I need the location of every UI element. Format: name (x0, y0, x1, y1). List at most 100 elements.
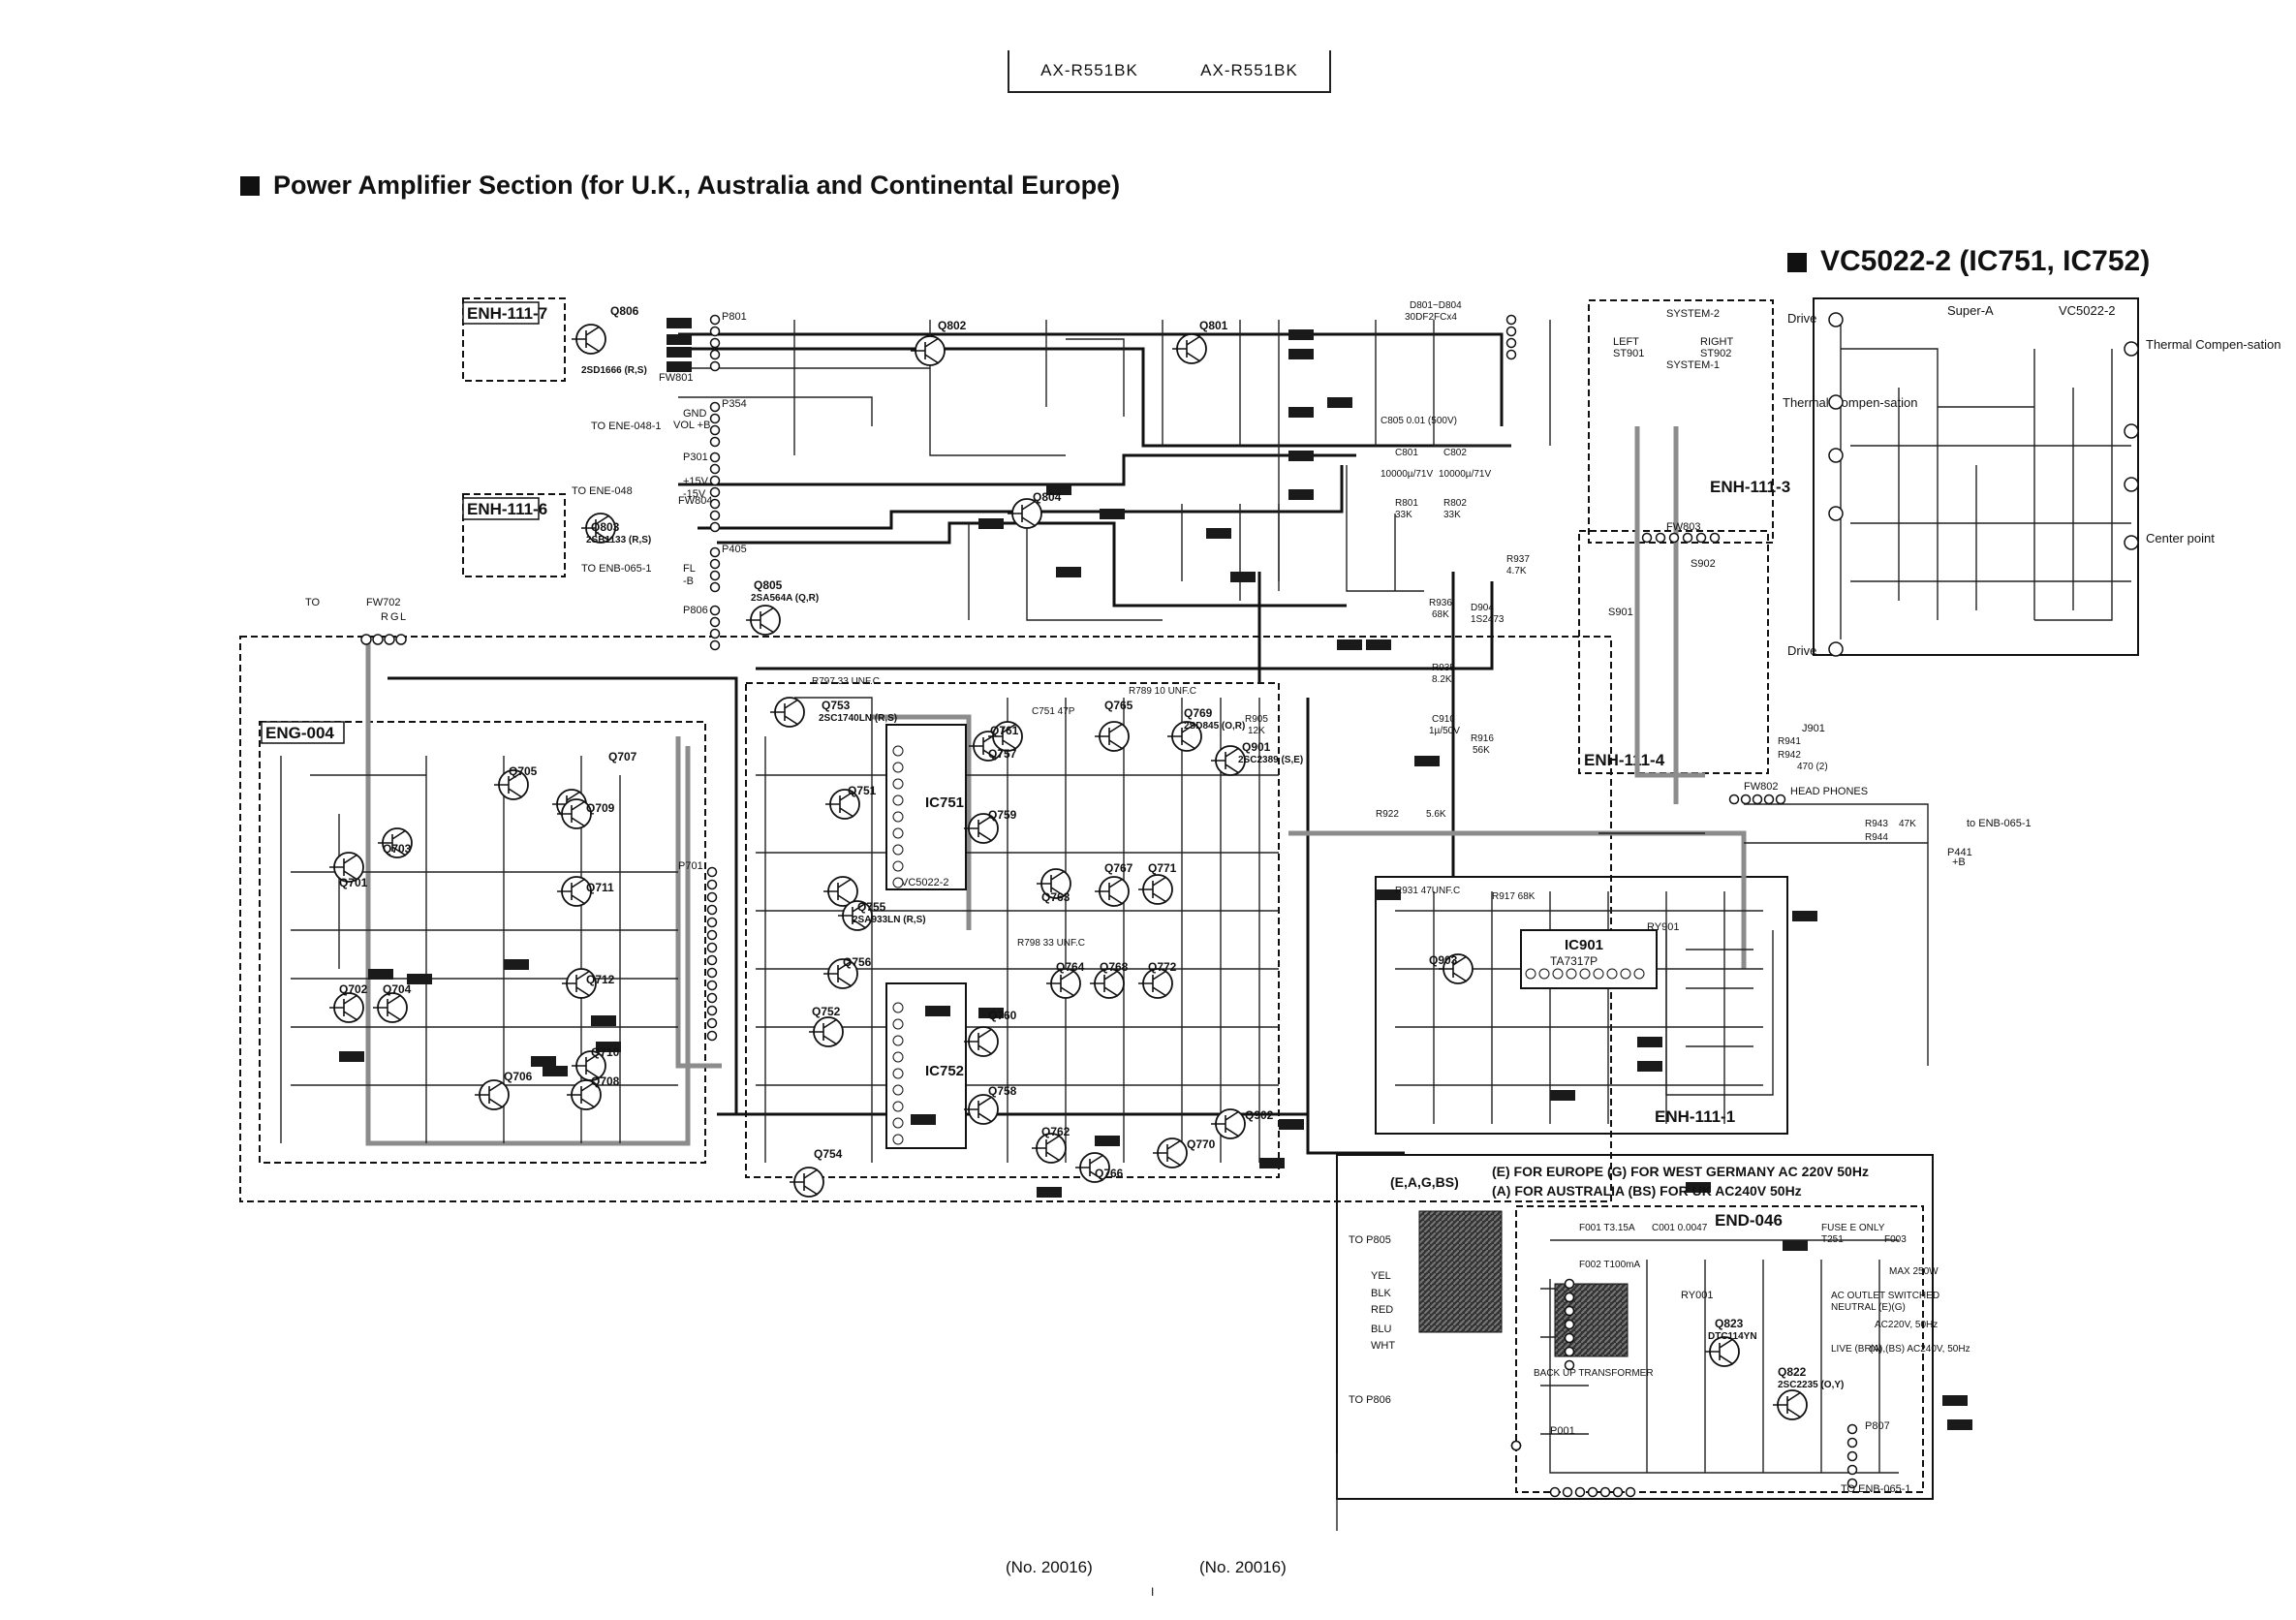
right-label: RIGHT (1700, 336, 1734, 348)
q769-part-label: 2SD845 (O,R) (1184, 721, 1245, 732)
voltage-tag (1288, 489, 1314, 500)
ic752-pin (892, 1035, 904, 1046)
transistor-leads (1138, 876, 1167, 903)
q755-part-label: 2SA933LN (R,S) (853, 915, 926, 925)
voltage-tag (1637, 1061, 1662, 1072)
st901-label: ST901 (1613, 348, 1644, 359)
p001-pin (1562, 1486, 1573, 1498)
r937-label: R937 (1506, 554, 1530, 565)
p805-pin (1505, 337, 1517, 349)
m15v-label: -15V (683, 488, 706, 500)
p701-pin (706, 879, 718, 890)
r802-value: 33K (1443, 510, 1461, 520)
d801-part-label: 30DF2FCx4 (1405, 312, 1457, 323)
power-supply-box (1336, 1154, 1934, 1500)
r801-value: 33K (1395, 510, 1412, 520)
eng-004-tag (261, 721, 345, 744)
q753-part-label: 2SC1740LN (R,S) (819, 713, 897, 724)
trace-power-top (678, 332, 1504, 426)
transistor-layer (329, 324, 1808, 1420)
ic752-label: IC752 (925, 1063, 964, 1079)
footer-right: (No. 20016) (1199, 1558, 1287, 1576)
to-enb-065-1-label: TO ENB-065-1 (581, 563, 652, 575)
to-p806-label: TO P806 (1349, 1394, 1391, 1406)
pb-label: +B (1952, 857, 1966, 868)
q801-label: Q801 (1199, 319, 1228, 332)
fl-label: FL (683, 563, 696, 575)
wires-eng004-h (291, 871, 678, 1086)
ic752-pin (892, 1101, 904, 1112)
voltage-tag (407, 974, 432, 984)
wires-801 (678, 320, 1066, 456)
transistor-leads (1046, 970, 1075, 997)
ic752-pin (892, 1134, 904, 1145)
vc5022-pin (2124, 423, 2139, 439)
transistor-leads (988, 723, 1017, 750)
transistor-leads (823, 960, 853, 987)
transistor-icon (1095, 876, 1130, 907)
p807-pin (1846, 1478, 1858, 1489)
ic901-pin (1579, 968, 1591, 980)
q823-part-label: DTC114YN (1708, 1331, 1757, 1342)
q768-label: Q768 (1100, 960, 1129, 974)
voltage-tag (667, 318, 692, 328)
p354-pin (709, 401, 721, 413)
q805-label: Q805 (754, 578, 783, 592)
wires-ic751 (764, 697, 1260, 1163)
transistor-leads (1705, 1338, 1734, 1365)
voltage-tag (911, 1114, 936, 1125)
ic751-pin (892, 794, 904, 806)
r905-value: 12K (1248, 726, 1265, 736)
transistor-icon (1032, 1133, 1067, 1164)
transistor-leads (838, 902, 867, 929)
voltage-tag (1230, 572, 1256, 582)
p701-pin (706, 967, 718, 979)
transistor-icon (1090, 968, 1125, 999)
r905-label: R905 (1245, 714, 1268, 725)
p701-pin (706, 904, 718, 916)
q702-label: Q702 (339, 982, 368, 996)
voltage-tag (978, 1008, 1004, 1018)
p701-pin (706, 992, 718, 1004)
transistor-leads (572, 1052, 601, 1079)
q751-label: Q751 (848, 784, 877, 797)
p807-label: P807 (1865, 1420, 1890, 1432)
vc5022-pin (1828, 448, 1844, 463)
square-bullet-icon (1787, 253, 1807, 272)
vc5022-pin (1828, 394, 1844, 410)
r801-label: R801 (1395, 498, 1418, 509)
transistor-icon (572, 1050, 606, 1081)
voltage-tag (1327, 397, 1352, 408)
voltage-tag (667, 361, 692, 372)
p701-label: P701 (678, 860, 703, 872)
p806-pin (709, 639, 721, 651)
left-label: LEFT (1613, 336, 1639, 348)
ic-title: VC5022-2 (IC751, IC752) (1787, 245, 2150, 278)
voltage-tag (1279, 1119, 1304, 1130)
vc5022-pin (1828, 312, 1844, 327)
shaded-trace-ic751 (872, 714, 972, 930)
fw702-label: FW702 (366, 597, 400, 608)
enh-111-6-outline (462, 493, 566, 577)
p701-pin (706, 954, 718, 966)
end046-left-pin (1564, 1346, 1575, 1357)
p001-pin (1612, 1486, 1624, 1498)
p301-pin (709, 486, 721, 498)
vc5022-pin (1828, 641, 1844, 657)
p701-pin (706, 1017, 718, 1029)
transistor-icon (1439, 953, 1474, 984)
p301-label: P301 (683, 452, 708, 463)
voltage-tag (531, 1056, 556, 1067)
fw803-pin (1655, 532, 1666, 544)
wires-ic901 (1395, 891, 1763, 1124)
p701-pin (706, 891, 718, 903)
transistor-leads (1037, 870, 1066, 897)
fw702-pin (360, 634, 372, 645)
model-right: AX-R551BK (1200, 61, 1298, 79)
transistor-icon (1037, 868, 1071, 899)
enh-111-7-outline (462, 297, 566, 382)
transistor-icon (475, 1079, 510, 1110)
transistor-leads (475, 1081, 504, 1108)
voltage-tag (1037, 1187, 1062, 1198)
p405-label: P405 (722, 544, 747, 555)
